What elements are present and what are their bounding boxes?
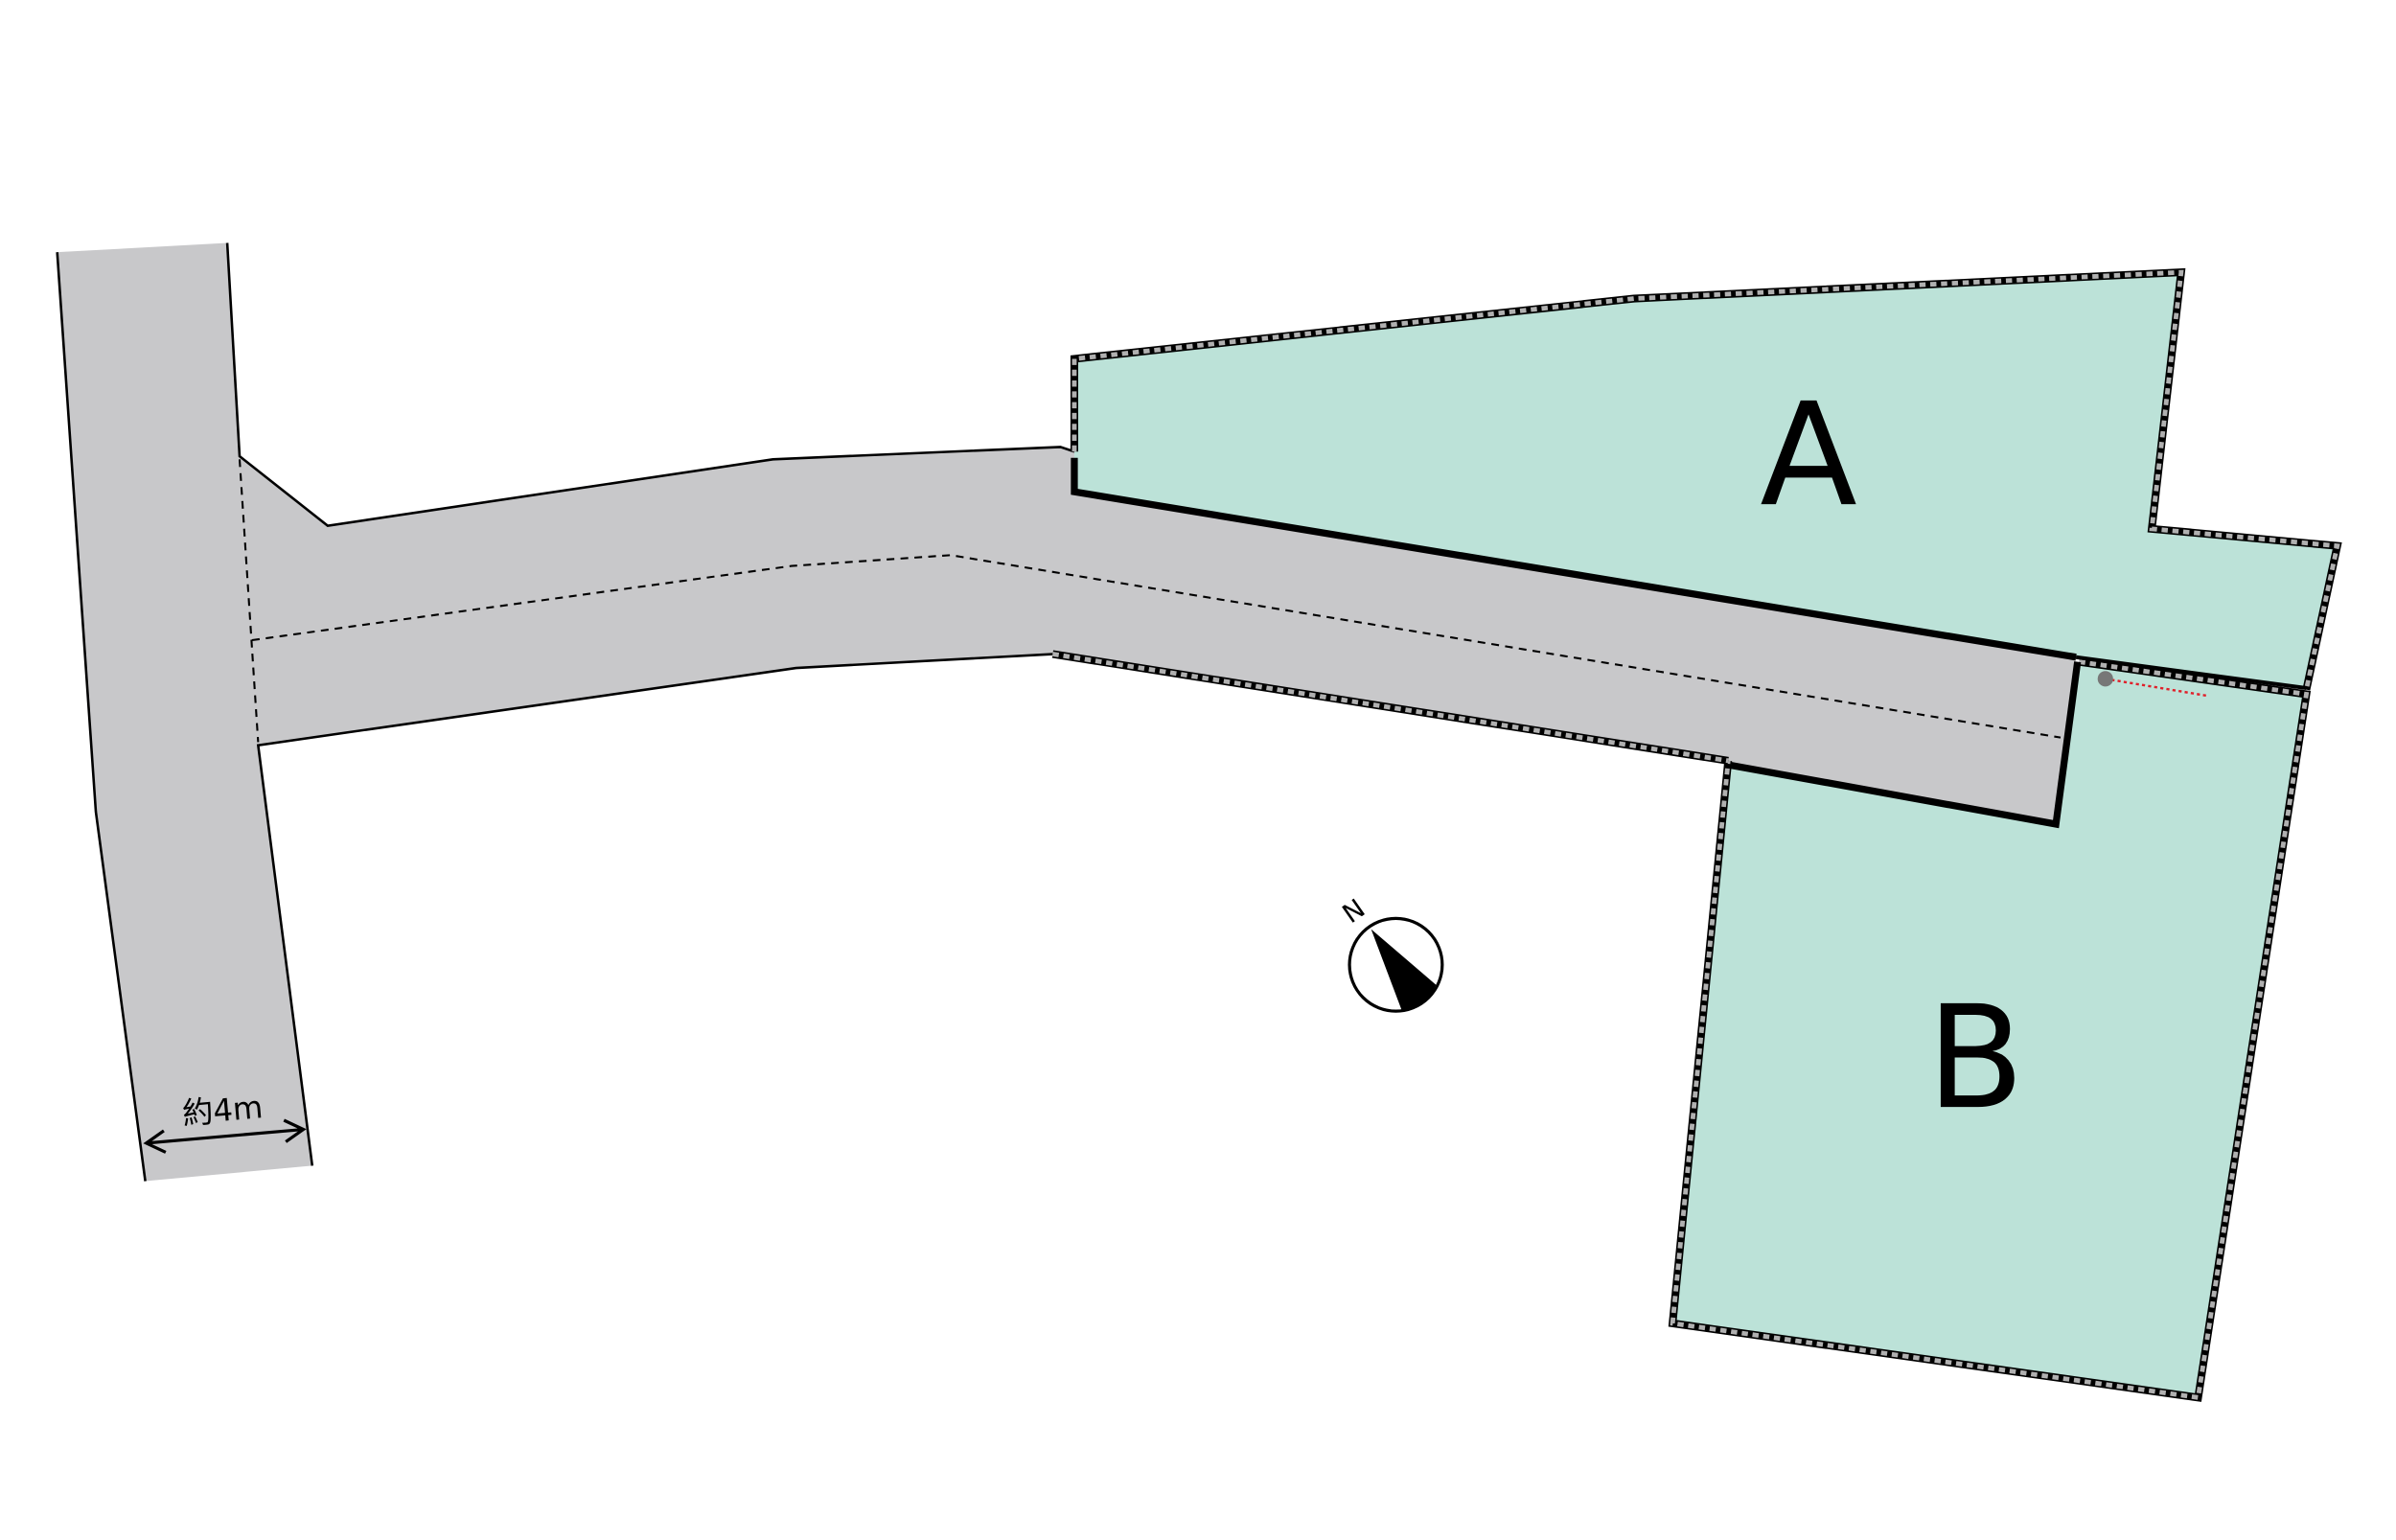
- road-edge-lower: [256, 653, 1053, 1166]
- lot-a: [1073, 272, 2338, 690]
- arrow-right-icon: [283, 1118, 307, 1143]
- north-label: N: [1338, 894, 1371, 930]
- marker-dot: [2097, 671, 2113, 687]
- road-width-label: 約4m: [181, 1089, 265, 1132]
- road-width-dimension: 約4m: [143, 1089, 307, 1154]
- road-edge-left: [56, 252, 147, 1182]
- road-fence-south-pattern: [1052, 652, 1729, 764]
- lot-a-road-boundary: [1071, 457, 2077, 661]
- marker-line: [2105, 678, 2208, 698]
- lot-a-b-boundary: [2075, 655, 2307, 691]
- road-edge-right: [225, 242, 1075, 528]
- north-compass-icon: N: [1338, 894, 1444, 1013]
- lot-b: [1672, 661, 2307, 1398]
- road-end-dashed: [238, 459, 260, 743]
- arrow-left-icon: [143, 1129, 167, 1154]
- road: [57, 242, 2077, 1182]
- lot-b-road-boundary: [1730, 661, 2082, 829]
- lot-b-fence-pattern: [1670, 659, 2310, 1401]
- lot-b-label: B: [1926, 975, 2024, 1140]
- road-centerline: [251, 554, 2062, 739]
- lot-a-label: A: [1760, 372, 1857, 538]
- lot-a-fence-pattern: [1071, 269, 2340, 691]
